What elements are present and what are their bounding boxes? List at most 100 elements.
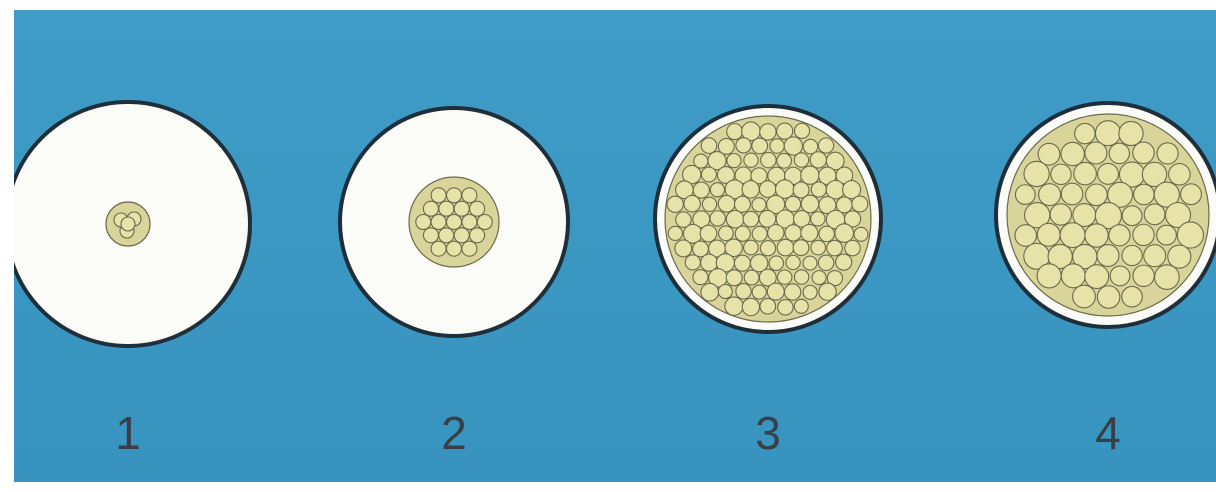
fiber-strand: [852, 196, 868, 212]
fiber-strand: [675, 240, 692, 257]
fiber-strand: [462, 241, 477, 256]
fiber-strand: [702, 197, 716, 211]
fiber-strand: [1061, 264, 1085, 288]
fiber-strand: [818, 138, 833, 153]
fiber-strand: [667, 196, 683, 212]
fiber-strand: [801, 225, 818, 242]
fiber-strand: [786, 255, 800, 269]
fiber-strand: [700, 225, 717, 242]
fiber-strand: [1155, 265, 1180, 290]
fiber-strand: [439, 228, 454, 243]
fiber-strand: [735, 226, 750, 241]
figure-label-1: 1: [98, 410, 158, 456]
fiber-strand: [1133, 142, 1154, 163]
fiber-strand: [431, 215, 446, 230]
cross-section-2: [340, 108, 568, 336]
fiber-strand: [1177, 222, 1203, 248]
fiber-strand: [1075, 123, 1095, 143]
fiber-strand: [835, 224, 854, 243]
fiber-strand: [1181, 184, 1202, 205]
fiber-strand: [1073, 285, 1096, 308]
fiber-strand: [854, 227, 868, 241]
fiber-strand: [760, 124, 776, 140]
fiber-strand: [1015, 225, 1037, 247]
fiber-strand: [778, 270, 792, 284]
fiber-strand: [742, 298, 759, 315]
fiber-strand: [454, 201, 469, 216]
fiber-strand: [1086, 184, 1108, 206]
fiber-strand: [1122, 206, 1142, 226]
fiber-strand: [470, 201, 485, 216]
fiber-strand: [1168, 245, 1191, 268]
fiber-strand: [793, 240, 809, 256]
fiber-strand: [743, 211, 759, 227]
fiber-strand: [1122, 245, 1142, 265]
fiber-strand: [1061, 183, 1083, 205]
fiber-strand: [778, 300, 793, 315]
fiber-strand: [827, 240, 843, 256]
fiber-strand: [770, 139, 784, 153]
fiber-strand: [1109, 225, 1130, 246]
fiber-strand: [701, 283, 719, 301]
fiber-strand: [794, 153, 808, 167]
fiber-strand: [811, 182, 826, 197]
diagram-panel: 1 2 3 4: [14, 10, 1216, 482]
fiber-strand: [710, 183, 724, 197]
fiber-strand: [1074, 162, 1097, 185]
fiber-strand: [777, 153, 792, 168]
fiber-strand: [462, 215, 477, 230]
fiber-strand: [1097, 245, 1119, 267]
fiber-strand: [784, 137, 802, 155]
fiber-strand: [439, 201, 454, 216]
fiber-strand: [1098, 163, 1119, 184]
fiber-strand: [1061, 142, 1084, 165]
fiber-strand: [784, 284, 800, 300]
fiber-strand: [744, 270, 759, 285]
fiber-strand: [752, 285, 766, 299]
fiber-strand: [767, 283, 784, 300]
fiber-strand: [710, 211, 725, 226]
fiber-strand: [759, 181, 776, 198]
fiber-strand: [760, 241, 775, 256]
fiber-strand: [752, 198, 766, 212]
fiber-strand: [1122, 286, 1143, 307]
fiber-strand: [719, 226, 734, 241]
fiber-strand: [684, 195, 700, 211]
fiber-strand: [423, 201, 438, 216]
fiber-strand: [734, 255, 750, 271]
fiber-strand: [470, 228, 485, 243]
fiber-strand: [726, 210, 743, 227]
fiber-strand: [1060, 223, 1085, 248]
cross-section-4: [996, 103, 1216, 327]
fiber-strand: [811, 240, 826, 255]
fiber-strand: [1133, 224, 1154, 245]
fiber-strand: [742, 181, 759, 198]
fiber-strand: [1144, 245, 1166, 267]
fiber-strand: [477, 215, 492, 230]
fiber-strand: [693, 270, 708, 285]
fiber-strand: [811, 212, 825, 226]
fiber-strand: [794, 270, 808, 284]
fiber-strand: [1085, 224, 1108, 247]
fiber-strand: [454, 228, 469, 243]
fiber-strand: [752, 226, 767, 241]
fiber-strand: [701, 167, 716, 182]
fiber-strand: [826, 181, 844, 199]
figure-label-3: 3: [738, 410, 798, 456]
fiber-strand: [819, 283, 836, 300]
figure-label-4: 4: [1078, 410, 1138, 456]
cross-sections-diagram: [14, 10, 1216, 482]
fiber-strand: [1133, 265, 1154, 286]
fiber-strand: [760, 298, 776, 314]
cross-section-1: [14, 102, 250, 346]
fiber-strand: [1134, 184, 1154, 204]
fiber-strand: [1109, 143, 1129, 163]
fiber-strand: [1037, 264, 1061, 288]
fiber-strand: [1037, 223, 1060, 246]
figure-label-2: 2: [424, 410, 484, 456]
fiber-strand: [810, 152, 826, 168]
fiber-strand: [718, 195, 735, 212]
fiber-strand: [744, 153, 758, 167]
cross-section-3: [655, 106, 881, 332]
fiber-strand: [803, 285, 817, 299]
